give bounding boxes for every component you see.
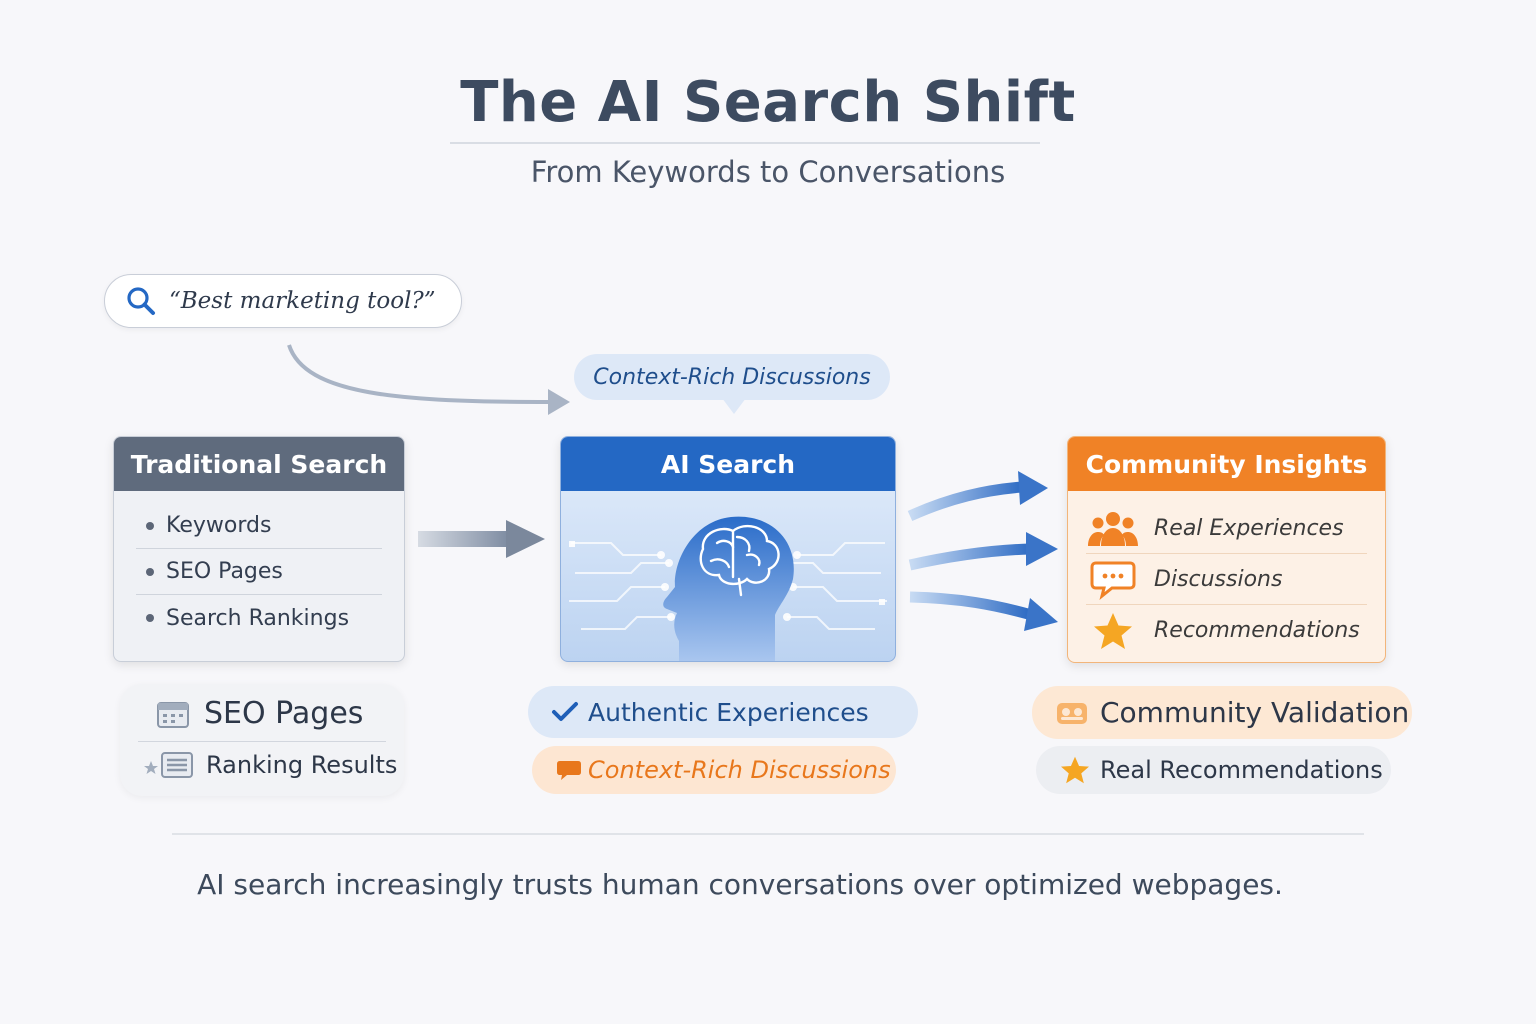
traditional-search-list: Keywords SEO Pages Search Rankings: [114, 491, 404, 641]
community-list: Real Experiences Discussions Recommendat…: [1068, 491, 1385, 656]
ai-search-card: AI Search: [560, 436, 896, 662]
star-icon: [1061, 756, 1089, 784]
trad-to-ai-arrowhead: [506, 520, 545, 558]
ai-search-title: AI Search: [561, 437, 895, 491]
real-recommendations-pill: Real Recommendations: [1036, 746, 1391, 794]
community-validation-pill: Community Validation: [1032, 686, 1412, 739]
list-item-label: Search Rankings: [166, 605, 350, 631]
context-rich-pill: Context-Rich Discussions: [532, 746, 896, 794]
seo-divider: [138, 741, 386, 742]
bullet-icon: [146, 567, 154, 576]
seo-pages-row: SEO Pages: [156, 696, 363, 731]
list-item-label: SEO Pages: [166, 559, 283, 584]
community-insights-title: Community Insights: [1068, 437, 1385, 491]
chat-bubble-icon: [1086, 559, 1140, 600]
context-bubble: Context-Rich Discussions: [574, 354, 890, 400]
list-item: Keywords: [136, 503, 382, 549]
community-insights-card: Community Insights Real Experiences: [1067, 436, 1386, 663]
page-subtitle: From Keywords to Conversations: [530, 155, 1006, 189]
title-divider: [450, 142, 1040, 144]
authentic-experiences-pill: Authentic Experiences: [528, 686, 918, 738]
star-icon: [1086, 611, 1140, 651]
ranking-results-row: Ranking Results: [144, 750, 397, 780]
query-curve-arrowhead: [548, 389, 570, 415]
ranking-list-icon: [144, 752, 193, 778]
list-item-label: Real Experiences: [1154, 515, 1344, 541]
calendar-page-icon: [157, 701, 189, 728]
bullet-icon: [146, 614, 154, 622]
list-item: Discussions: [1086, 554, 1367, 605]
trad-to-ai-arrow-shaft: [418, 531, 510, 547]
search-icon: [127, 287, 155, 315]
ai-to-community-arrow-3: [909, 591, 1030, 620]
footer-tagline: AI search increasingly trusts human conv…: [197, 868, 1283, 901]
ai-to-community-arrowhead-3: [1024, 598, 1058, 631]
list-item-label: Keywords: [166, 513, 272, 538]
seo-pages-box: SEO Pages Ranking Results: [120, 684, 404, 796]
list-item-label: Recommendations: [1154, 618, 1360, 643]
traditional-search-card: Traditional Search Keywords SEO Pages Se…: [113, 436, 405, 662]
list-item: Real Experiences: [1086, 503, 1367, 554]
brain-head-icon: [569, 516, 887, 661]
checkmark-icon: [552, 702, 578, 721]
traditional-search-title: Traditional Search: [114, 437, 404, 491]
context-bubble-tail: [722, 398, 746, 414]
list-item: Search Rankings: [136, 595, 382, 641]
ai-to-community-arrow-1: [907, 481, 1023, 522]
community-validation-label: Community Validation: [1100, 696, 1410, 729]
footer-divider: [172, 833, 1364, 835]
people-icon: [1086, 508, 1140, 548]
seo-pages-label: SEO Pages: [204, 696, 364, 731]
list-item-label: Discussions: [1154, 566, 1283, 592]
chat-bubble-icon: [557, 761, 581, 780]
query-text: “Best marketing tool?”: [169, 288, 436, 314]
community-badge-icon: [1057, 702, 1087, 724]
ai-to-community-arrowhead-1: [1018, 471, 1048, 505]
page-title: The AI Search Shift: [460, 70, 1076, 135]
real-recommendations-label: Real Recommendations: [1100, 756, 1383, 784]
ai-to-community-arrowhead-2: [1026, 532, 1058, 566]
list-item: Recommendations: [1086, 605, 1367, 656]
bullet-icon: [146, 521, 154, 530]
authentic-experiences-label: Authentic Experiences: [588, 697, 869, 727]
query-curve-arrow: [287, 344, 551, 404]
list-item: SEO Pages: [136, 549, 382, 595]
query-pill: “Best marketing tool?”: [104, 274, 462, 328]
ranking-results-label: Ranking Results: [206, 751, 398, 779]
ai-to-community-arrow-2: [908, 543, 1031, 571]
context-rich-label: Context-Rich Discussions: [588, 756, 891, 784]
